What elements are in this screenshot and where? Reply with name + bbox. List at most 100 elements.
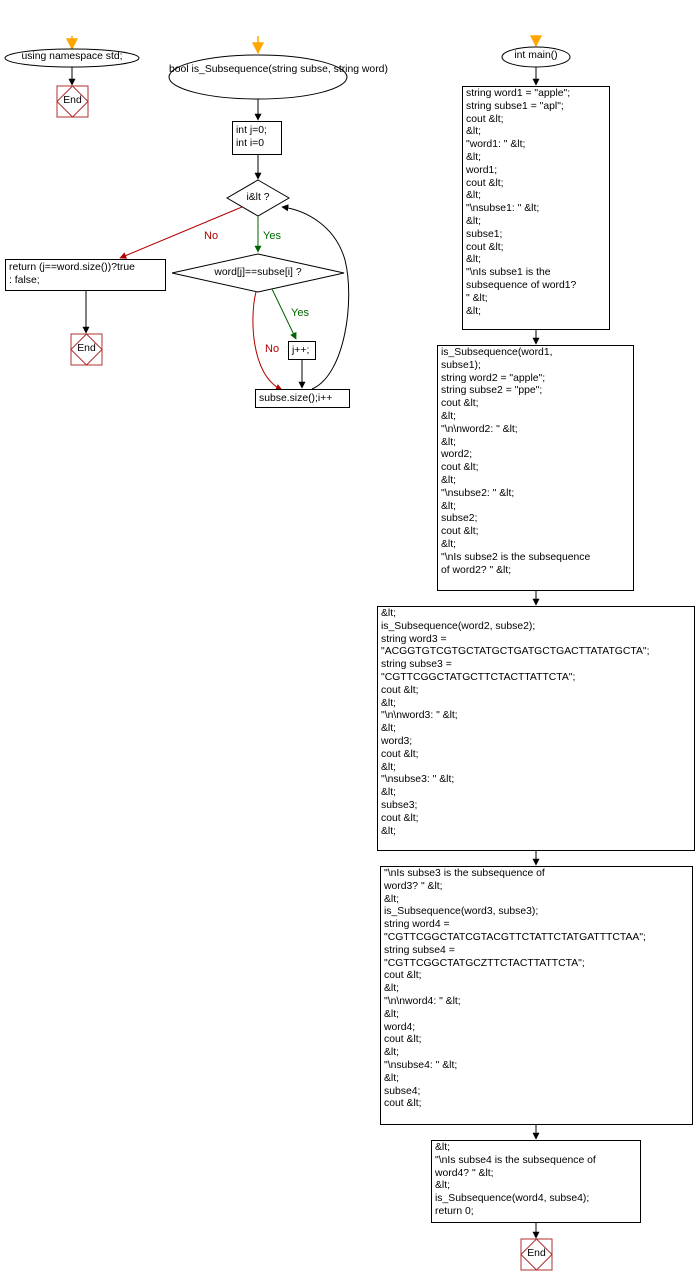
- code-line: cout &lt;: [466, 177, 504, 189]
- code-line: cout &lt;: [381, 748, 419, 760]
- code-line: "\n\nword3: " &lt;: [381, 710, 458, 722]
- cond1-yes-label: Yes: [263, 230, 281, 242]
- func-end-label: End: [77, 343, 96, 354]
- code-line: "word1: " &lt;: [466, 139, 526, 151]
- code-line: "\nIs subse4 is the subsequence of: [435, 1154, 596, 1166]
- code-line: &lt;: [441, 500, 457, 512]
- code-line: is_Subsequence(word3, subse3);: [384, 906, 539, 918]
- code-line: cout &lt;: [381, 812, 419, 824]
- main-start-label: int main(): [514, 50, 558, 61]
- cond2-yes-label: Yes: [291, 307, 309, 319]
- arrow-cond1-no: [119, 206, 243, 259]
- code-line: string word3 =: [381, 633, 447, 645]
- code-line: &lt;: [466, 305, 482, 317]
- code-line: &lt;: [384, 983, 400, 995]
- code-line: "\nsubse1: " &lt;: [466, 203, 540, 215]
- func-start-line: subse, string word): [300, 64, 388, 75]
- code-line: &lt;: [381, 761, 397, 773]
- return-line: return (j==word.size())?true: [9, 262, 135, 273]
- left-end-label: End: [63, 95, 82, 106]
- code-line: of word2? " &lt;: [441, 564, 512, 576]
- code-line: "\nsubse2: " &lt;: [441, 487, 515, 499]
- code-line: &lt;: [441, 538, 457, 550]
- arrow-loop-back: [281, 204, 350, 390]
- code-line: subse1);: [441, 359, 481, 371]
- code-line: &lt;: [381, 825, 397, 837]
- code-line: string subse2 = "ppe";: [441, 385, 543, 397]
- code-line: string word2 = "apple";: [441, 372, 546, 384]
- code-line: &lt;: [384, 893, 400, 905]
- code-line: word4? " &lt;: [435, 1167, 494, 1179]
- code-line: string subse3 =: [381, 659, 452, 671]
- left-start-label: using namespace std;: [21, 51, 123, 62]
- code-line: word2;: [441, 449, 473, 461]
- code-line: cout &lt;: [384, 1034, 422, 1046]
- cond2-no-label: No: [265, 343, 280, 355]
- init-line: int j=0;: [236, 125, 267, 136]
- arrow-cond2-yes: [271, 288, 297, 340]
- code-line: "\n\nword4: " &lt;: [384, 995, 461, 1007]
- code-line: word3;: [381, 735, 413, 747]
- code-line: &lt;: [384, 1008, 400, 1020]
- code-line: &lt;: [466, 151, 482, 163]
- code-line: subse4;: [384, 1085, 421, 1097]
- code-line: cout &lt;: [381, 684, 419, 696]
- code-line: &lt;: [466, 126, 482, 138]
- code-line: subse3;: [381, 799, 418, 811]
- main-block-2: is_Subsequence(word1,subse1);string word…: [437, 345, 634, 591]
- code-line: "\nIs subse2 is the subsequence: [441, 551, 591, 563]
- code-line: cout &lt;: [384, 1098, 422, 1110]
- code-line: word3? " &lt;: [384, 880, 443, 892]
- func-start-terminal: [168, 54, 348, 100]
- code-line: &lt;: [441, 436, 457, 448]
- code-line: string word1 = "apple";: [466, 88, 571, 99]
- func-return-box: return (j==word.size())?true : false;: [5, 259, 166, 291]
- code-line: "ACGGTGTCGTGCTATGCTGATGCTGACTTATATGCTA";: [381, 646, 650, 658]
- code-line: word1;: [466, 164, 498, 176]
- code-line: &lt;: [381, 697, 397, 709]
- code-line: "CGTTCGGCTATGCTTCTACTTATTCTA";: [381, 671, 576, 683]
- code-line: &lt;: [466, 190, 482, 202]
- code-line: subse2;: [441, 513, 478, 525]
- func-start-label: bool is_Subsequence(string subse, string…: [169, 64, 388, 77]
- code-line: cout &lt;: [466, 241, 504, 253]
- main-end-label: End: [527, 1248, 546, 1259]
- code-line: cout &lt;: [441, 526, 479, 538]
- arrow-cond2-no: [252, 291, 283, 391]
- func-init-box: int j=0; int i=0: [232, 121, 282, 155]
- code-line: &lt;: [441, 410, 457, 422]
- code-line: "CGTTCGGCTATGCZTTCTACTTATTCTA";: [384, 957, 585, 969]
- init-line: int i=0: [236, 137, 265, 149]
- return-line: : false;: [9, 274, 40, 286]
- code-line: cout &lt;: [441, 398, 479, 410]
- main-block-1: string word1 = "apple";string subse1 = "…: [462, 86, 610, 330]
- code-line: "\nIs subse3 is the subsequence of: [384, 868, 545, 879]
- main-end-diamond: [520, 1238, 553, 1271]
- code-line: subsequence of word1?: [466, 279, 577, 291]
- code-line: &lt;: [435, 1180, 451, 1192]
- code-line: cout &lt;: [466, 113, 504, 125]
- code-line: string subse1 = "apl";: [466, 100, 564, 112]
- main-block-3: &lt;is_Subsequence(word2, subse2);string…: [377, 606, 695, 851]
- code-line: return 0;: [435, 1205, 474, 1217]
- func-end-box: [70, 333, 103, 366]
- code-line: cout &lt;: [384, 970, 422, 982]
- code-line: "\nsubse4: " &lt;: [384, 1059, 458, 1071]
- code-line: is_Subsequence(word1,: [441, 347, 553, 358]
- cond1-no-label: No: [204, 230, 219, 242]
- cond1-label: i&lt ?: [246, 192, 270, 203]
- code-line: " &lt;: [466, 292, 488, 304]
- code-line: "\nsubse3: " &lt;: [381, 774, 455, 786]
- code-line: string word4 =: [384, 919, 450, 931]
- code-line: &lt;: [384, 1047, 400, 1059]
- code-line: &lt;: [441, 474, 457, 486]
- inc-j-box: j++;: [288, 341, 316, 360]
- code-line: &lt;: [384, 1072, 400, 1084]
- code-line: string subse4 =: [384, 944, 455, 956]
- code-line: cout &lt;: [441, 462, 479, 474]
- code-line: &lt;: [466, 254, 482, 266]
- code-line: "\n\nword2: " &lt;: [441, 423, 518, 435]
